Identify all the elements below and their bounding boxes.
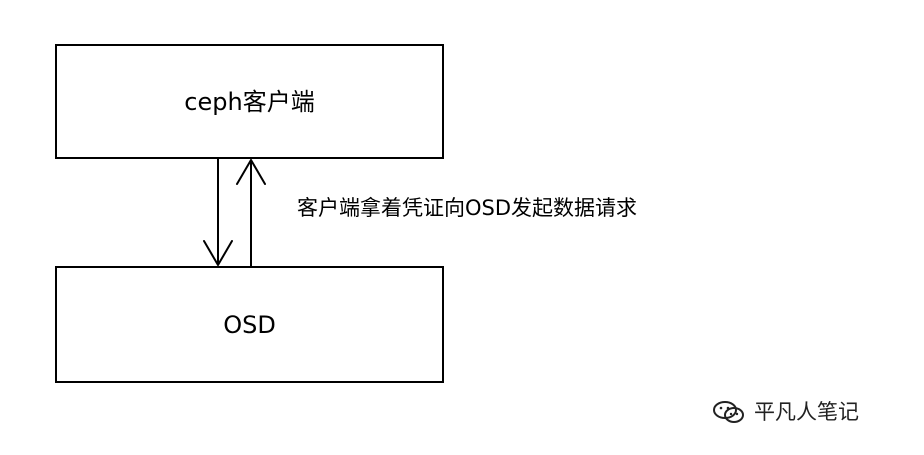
arrow-down-client-to-osd: [203, 158, 233, 266]
arrow-up-head: [236, 159, 266, 185]
watermark-text: 平凡人笔记: [754, 399, 859, 424]
arrow-up-osd-to-client: [236, 159, 266, 267]
wechat-icon: [713, 401, 744, 423]
node-osd: OSD: [55, 266, 444, 383]
watermark: 平凡人笔记: [712, 398, 859, 426]
node-ceph-client: ceph客户端: [55, 44, 444, 159]
edge-label: 客户端拿着凭证向OSD发起数据请求: [297, 196, 638, 220]
node-osd-label: OSD: [223, 310, 276, 339]
arrow-down-head: [203, 240, 233, 266]
node-ceph-client-label: ceph客户端: [184, 87, 315, 116]
